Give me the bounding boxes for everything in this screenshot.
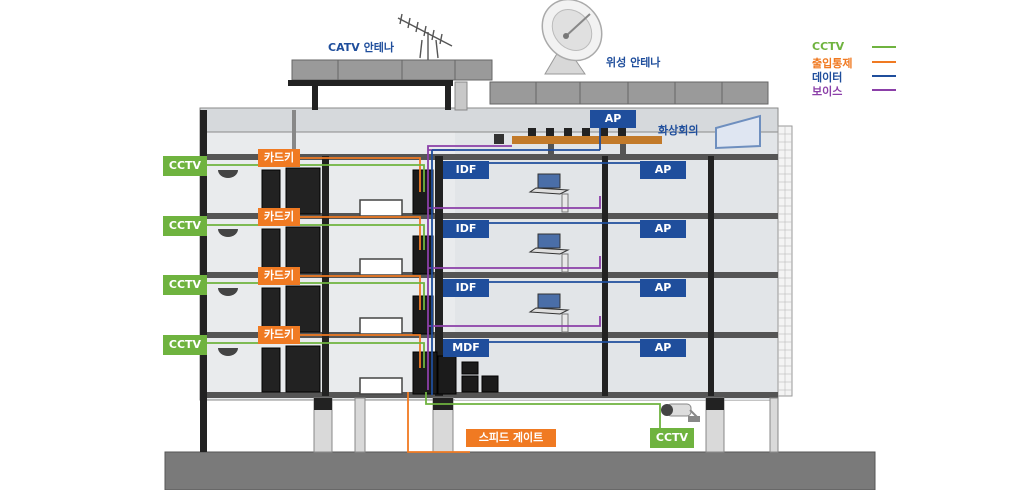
floor-2-ap-label: AP <box>640 220 686 238</box>
outdoor-camera <box>661 403 700 422</box>
catv-antenna-label: CATV 안테나 <box>328 41 394 54</box>
legend-cctv-line <box>872 46 896 48</box>
speed-gate-label: 스피드 게이트 <box>466 429 556 447</box>
floor-1-ap-label: AP <box>640 161 686 179</box>
rooftop-equipment <box>489 81 769 105</box>
floor-2-card-key-label: 카드키 <box>258 208 300 226</box>
brick-wall <box>777 125 793 397</box>
legend-voice-label: 보이스 <box>812 85 843 98</box>
floor-1-idf-label: IDF <box>443 161 489 179</box>
legend-cctv-label: CCTV <box>812 40 845 53</box>
floor-1-card-key-label: 카드키 <box>258 149 300 167</box>
legend-access-line <box>872 61 896 63</box>
ground-slab <box>164 451 876 490</box>
legend-data-label: 데이터 <box>812 71 843 84</box>
floor-3-idf-label: IDF <box>443 279 489 297</box>
floor-4-cctv-label: CCTV <box>163 335 207 355</box>
legend-access-label: 출입통제 <box>812 57 853 70</box>
floor-3-ap-label: AP <box>640 279 686 297</box>
outdoor-cctv-label: CCTV <box>650 428 694 448</box>
conference-table <box>494 128 662 154</box>
roof-parapet <box>199 107 779 133</box>
catv-antenna <box>397 13 453 60</box>
legend-data-line <box>872 75 896 77</box>
floor-2-idf-label: IDF <box>443 220 489 238</box>
legend-voice-line <box>872 89 896 91</box>
rooftop-ap-label: AP <box>590 110 636 128</box>
conference-screen <box>715 114 761 150</box>
rooftop-structure <box>291 59 493 81</box>
conference-label: 화상회의 <box>658 124 699 137</box>
floor-1-cctv-label: CCTV <box>163 156 207 176</box>
satellite-dish <box>541 0 603 75</box>
dome-cameras <box>218 170 238 356</box>
floor-4-mdf-label: MDF <box>443 339 489 357</box>
floor-3-cctv-label: CCTV <box>163 275 207 295</box>
floor-3-card-key-label: 카드키 <box>258 267 300 285</box>
floor-slabs <box>205 154 778 398</box>
pilotis <box>313 397 779 453</box>
floor-4-ap-label: AP <box>640 339 686 357</box>
floor-4-card-key-label: 카드키 <box>258 326 300 344</box>
satellite-antenna-label: 위성 안테나 <box>606 56 661 69</box>
laptops <box>528 173 570 315</box>
floor-2-cctv-label: CCTV <box>163 216 207 236</box>
